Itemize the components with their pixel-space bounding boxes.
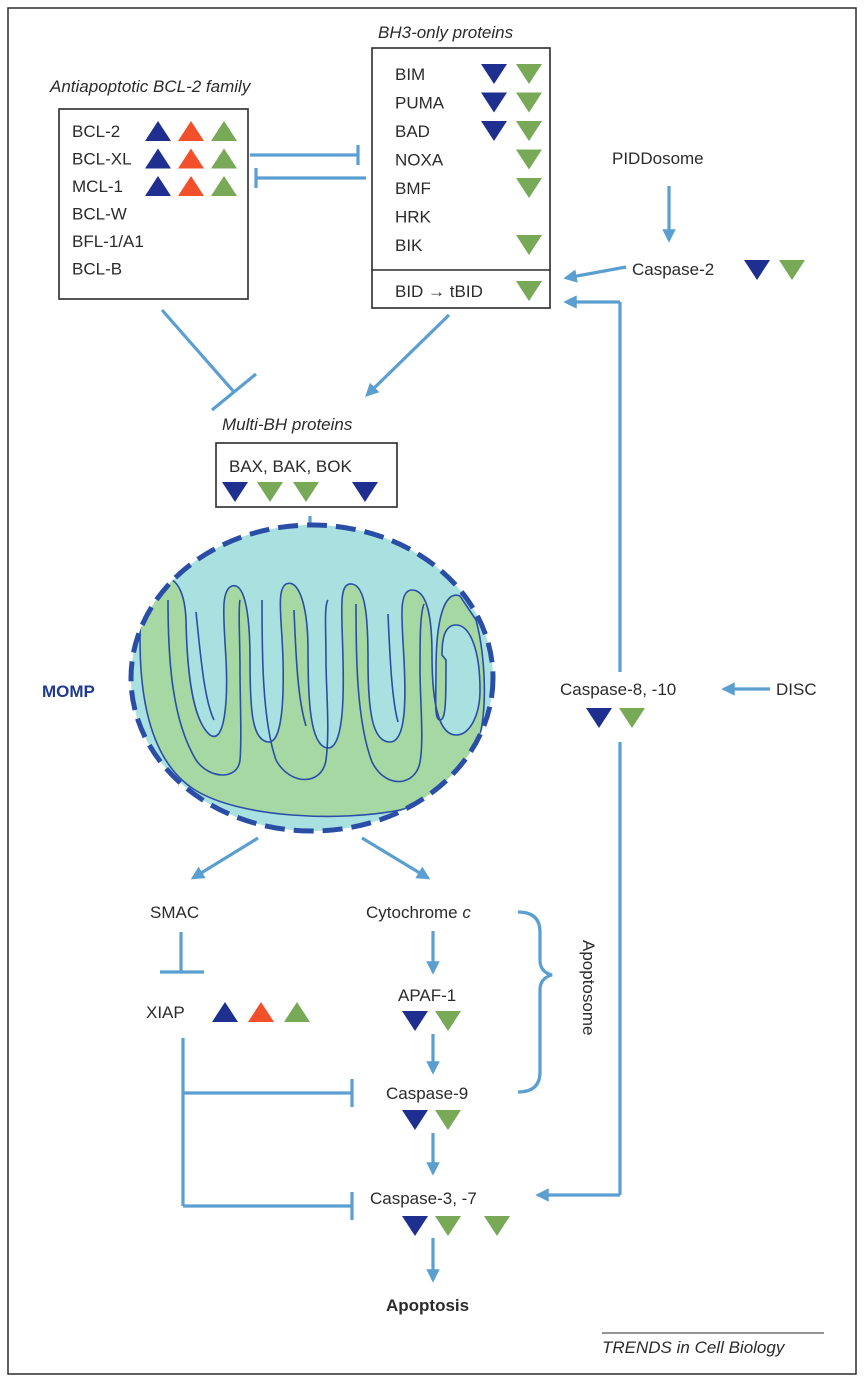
red-up-triangle-icon	[178, 121, 204, 141]
caspase37-markers	[402, 1216, 510, 1236]
red-up-triangle-icon	[178, 176, 204, 196]
bh3-item-label: BMF	[395, 179, 431, 198]
navy-down-triangle-icon	[744, 260, 770, 280]
green-down-triangle-icon	[516, 64, 542, 84]
bid-markers	[516, 281, 542, 301]
navy-down-triangle-icon	[481, 121, 507, 141]
caspase2-markers	[744, 260, 805, 280]
navy-down-triangle-icon	[586, 708, 612, 728]
disc-label: DISC	[776, 680, 817, 699]
momp-label: MOMP	[42, 682, 95, 701]
bh3-item-label: BIM	[395, 65, 425, 84]
navy-up-triangle-icon	[145, 176, 171, 196]
caspase9-label: Caspase-9	[386, 1084, 468, 1103]
bh3-item-label: NOXA	[395, 151, 444, 170]
green-down-triangle-icon	[484, 1216, 510, 1236]
antiapoptotic-item-label: BCL-B	[72, 260, 122, 279]
green-up-triangle-icon	[211, 148, 237, 169]
smac-label: SMAC	[150, 903, 199, 922]
multibh-label: BAX, BAK, BOK	[229, 457, 352, 476]
apoptosome-label: Apoptosome	[579, 940, 598, 1035]
green-down-triangle-icon	[293, 482, 319, 502]
arrow-bh3-to-multibh	[365, 313, 451, 397]
bid-label: BID → tBID	[395, 282, 483, 301]
green-down-triangle-icon	[619, 708, 645, 728]
bh3-list: BIM PUMA BAD NOXA BMF HRK BIK	[395, 64, 542, 255]
arrow-caspase2-to-bid	[563, 265, 627, 283]
navy-up-triangle-icon	[145, 148, 171, 169]
arrow-momp-to-cytochrome	[361, 836, 431, 880]
green-down-triangle-icon	[516, 121, 542, 141]
navy-down-triangle-icon	[222, 482, 248, 502]
navy-up-triangle-icon	[212, 1002, 238, 1022]
bh3-title: BH3-only proteins	[378, 23, 514, 42]
mitochondrion-folds	[167, 599, 425, 783]
antiapoptotic-item-label: MCL-1	[72, 177, 123, 196]
inhibit-anti-to-multibh	[160, 308, 236, 394]
apaf1-label: APAF-1	[398, 986, 456, 1005]
caspase9-markers	[402, 1110, 461, 1130]
antiapoptotic-item-label: BCL-XL	[72, 150, 132, 169]
apoptosome-brace	[517, 910, 553, 1094]
navy-down-triangle-icon	[481, 64, 507, 84]
bh3-item-label: BIK	[395, 236, 423, 255]
piddosome-label: PIDDosome	[612, 149, 704, 168]
green-down-triangle-icon	[435, 1216, 461, 1236]
antiapoptotic-item-label: BFL-1/A1	[72, 232, 144, 251]
navy-up-triangle-icon	[145, 121, 171, 141]
green-down-triangle-icon	[435, 1011, 461, 1031]
green-down-triangle-icon	[435, 1110, 461, 1130]
caspase37-label: Caspase-3, -7	[370, 1189, 477, 1208]
antiapoptotic-title: Antiapoptotic BCL-2 family	[49, 77, 252, 96]
cytochrome-label: Cytochrome c	[366, 903, 471, 922]
red-up-triangle-icon	[248, 1002, 274, 1022]
bh3-item-label: BAD	[395, 122, 430, 141]
figure-frame	[7, 7, 857, 1375]
mitochondrion	[128, 522, 496, 834]
bh3-item-label: HRK	[395, 208, 432, 227]
inhibit-anti-to-multibh-bar	[210, 372, 258, 412]
apoptosis-label: Apoptosis	[386, 1296, 469, 1315]
caspase810-markers	[586, 708, 645, 728]
mitochondrion-outer-membrane	[128, 522, 496, 834]
navy-down-triangle-icon	[402, 1216, 428, 1236]
footer-journal: TRENDS in Cell Biology	[602, 1338, 786, 1357]
xiap-markers	[212, 1002, 310, 1022]
caspase810-label: Caspase-8, -10	[560, 680, 676, 699]
green-up-triangle-icon	[211, 121, 237, 141]
multibh-title: Multi-BH proteins	[222, 415, 353, 434]
antiapoptotic-item-label: BCL-W	[72, 205, 127, 224]
green-up-triangle-icon	[211, 176, 237, 196]
green-down-triangle-icon	[779, 260, 805, 280]
navy-down-triangle-icon	[352, 482, 378, 502]
green-down-triangle-icon	[257, 482, 283, 502]
antiapoptotic-item-label: BCL-2	[72, 122, 120, 141]
arrow-momp-to-smac	[190, 836, 259, 880]
navy-down-triangle-icon	[481, 92, 507, 113]
green-down-triangle-icon	[516, 149, 542, 170]
navy-down-triangle-icon	[402, 1011, 428, 1031]
green-down-triangle-icon	[516, 235, 542, 255]
xiap-label: XIAP	[146, 1003, 185, 1022]
green-down-triangle-icon	[516, 281, 542, 301]
apaf1-markers	[402, 1011, 461, 1031]
multibh-markers	[222, 482, 378, 502]
red-up-triangle-icon	[178, 148, 204, 169]
green-down-triangle-icon	[516, 178, 542, 198]
bh3-item-label: PUMA	[395, 94, 445, 113]
green-down-triangle-icon	[516, 92, 542, 113]
green-up-triangle-icon	[284, 1002, 310, 1022]
caspase2-label: Caspase-2	[632, 260, 714, 279]
mitochondrion-cristae	[139, 577, 486, 818]
navy-down-triangle-icon	[402, 1110, 428, 1130]
